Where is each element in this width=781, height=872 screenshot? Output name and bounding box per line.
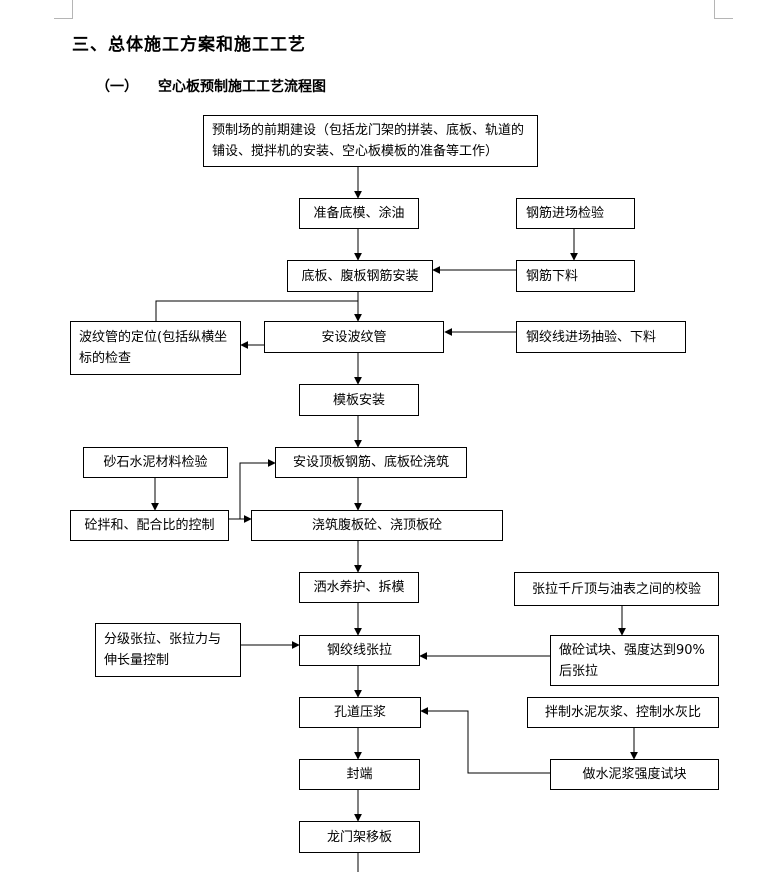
- box-duct-install: 安设波纹管: [264, 321, 444, 353]
- box-duct-position: 波纹管的定位(包括纵横坐标的检查: [70, 321, 241, 375]
- box-curing: 洒水养护、拆模: [299, 572, 419, 603]
- box-mix-grout: 拌制水泥灰浆、控制水灰比: [527, 697, 719, 728]
- box-test-block: 做砼试块、强度达到90%后张拉: [550, 635, 719, 686]
- box-gantry-move: 龙门架移板: [299, 821, 420, 853]
- box-aggregate-check: 砂石水泥材料检验: [83, 447, 228, 478]
- section-heading: 三、总体施工方案和施工工艺: [72, 35, 306, 55]
- box-top-rebar: 安设顶板钢筋、底板砼浇筑: [275, 447, 467, 478]
- subsection-heading: （一） 空心板预制施工工艺流程图: [96, 76, 326, 96]
- crop-mark-top-left: [54, 0, 73, 19]
- crop-mark-top-right: [714, 0, 733, 19]
- box-strand-check: 钢绞线进场抽验、下料: [516, 321, 686, 353]
- box-pour-web: 浇筑腹板砼、浇顶板砼: [251, 510, 503, 541]
- box-grout-test: 做水泥浆强度试块: [550, 759, 719, 790]
- subsection-title: 空心板预制施工工艺流程图: [158, 79, 326, 95]
- box-rebar-install: 底板、腹板钢筋安装: [287, 260, 433, 292]
- arrow-loop-duct: [155, 300, 358, 321]
- box-tensioning: 钢绞线张拉: [299, 635, 420, 666]
- box-jack-calibration: 张拉千斤顶与油表之间的校验: [514, 572, 719, 606]
- arrow-grouttest-to-grouting: [420, 707, 550, 774]
- subsection-number: （一）: [96, 79, 138, 95]
- box-formwork: 模板安装: [299, 384, 419, 416]
- arrow-mix-to-top-rebar: [239, 459, 276, 519]
- box-prelim-construction: 预制场的前期建设（包括龙门架的拼装、底板、轨道的铺设、搅拌机的安装、空心板模板的…: [203, 115, 538, 167]
- box-rebar-check: 钢筋进场检验: [516, 198, 635, 229]
- box-mix-control: 砼拌和、配合比的控制: [70, 510, 229, 541]
- box-bed-oil: 准备底模、涂油: [299, 198, 419, 229]
- box-grouting: 孔道压浆: [299, 697, 421, 728]
- box-rebar-cut: 钢筋下料: [516, 260, 635, 292]
- box-sealing: 封端: [299, 759, 420, 790]
- box-staged-tension: 分级张拉、张拉力与伸长量控制: [95, 623, 241, 677]
